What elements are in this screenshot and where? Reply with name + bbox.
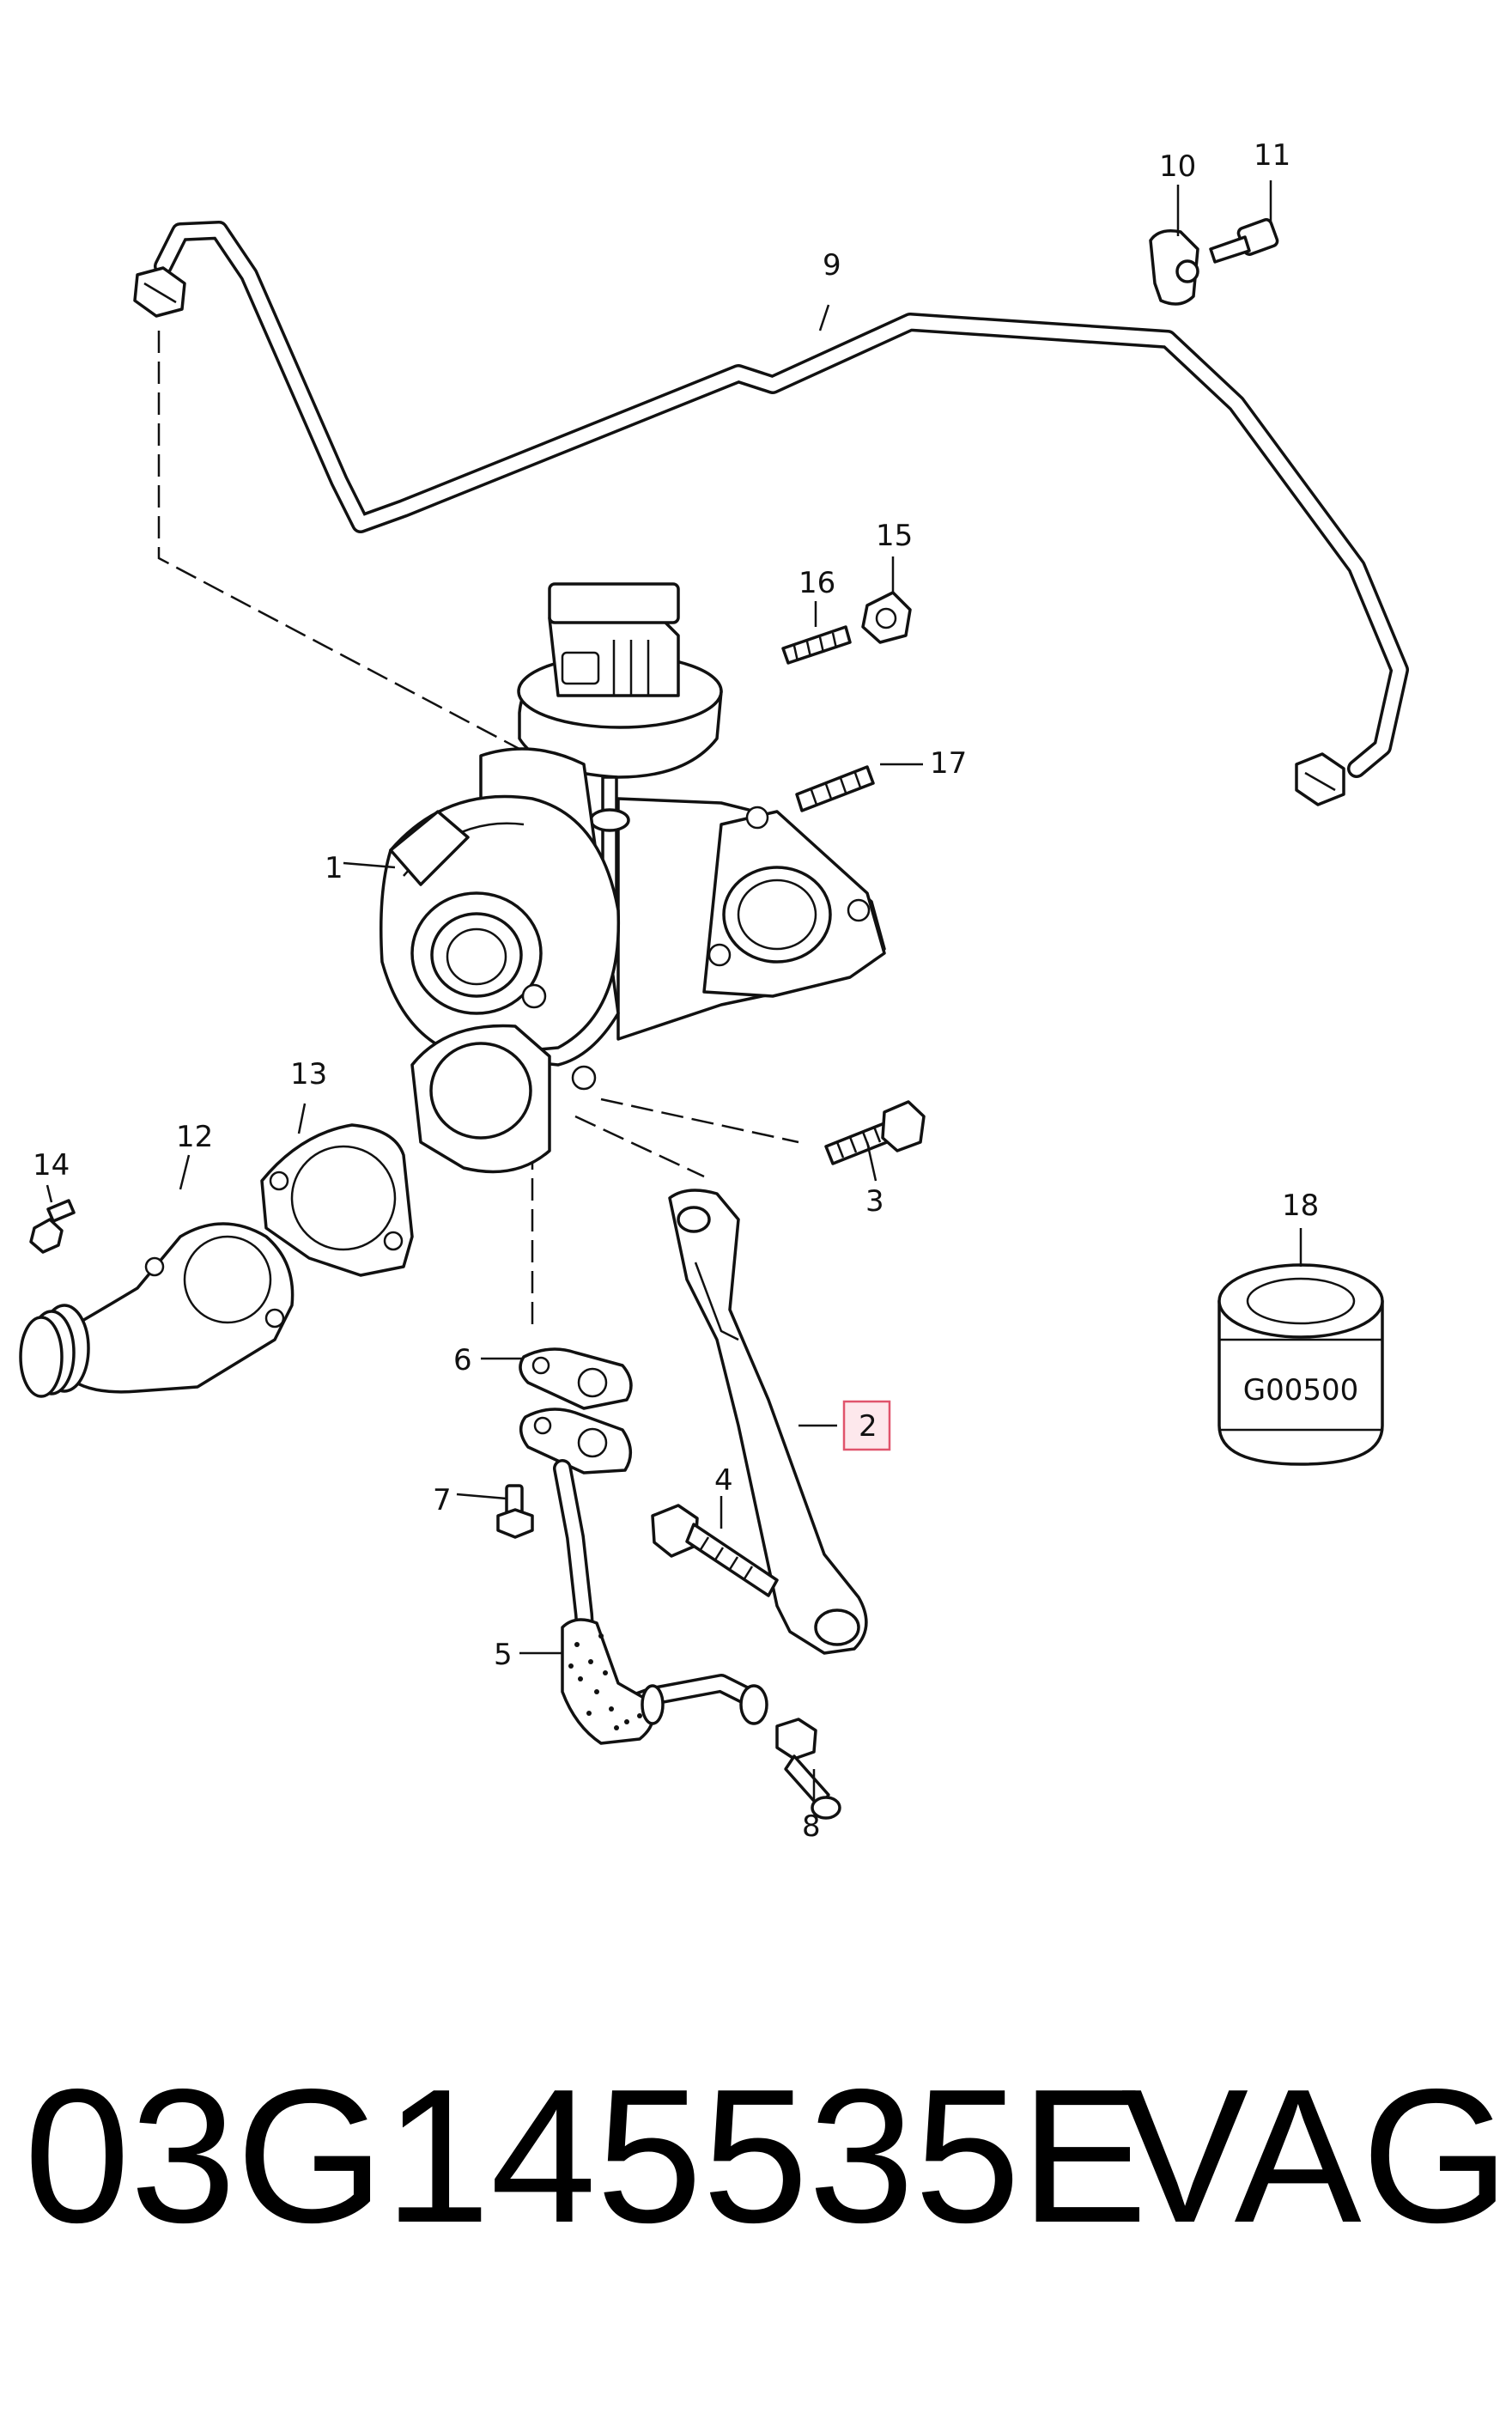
callout-14: 14: [33, 1148, 70, 1183]
callout-8: 8: [802, 1809, 821, 1844]
nut-15: [861, 591, 912, 644]
callout-6: 6: [453, 1343, 472, 1377]
union-nut-right: [1295, 752, 1345, 806]
callout-5: 5: [494, 1638, 513, 1672]
callout-11: 11: [1254, 138, 1290, 173]
callout-9: 9: [823, 248, 841, 283]
stud-16: [781, 625, 852, 665]
banjo-bolt-7: [496, 1484, 534, 1539]
assembly-line-bolt: [600, 1098, 799, 1144]
callout-4: 4: [714, 1463, 733, 1498]
union-nut-top: [133, 266, 186, 318]
callout-10: 10: [1159, 149, 1196, 184]
brand-name: VAG: [1121, 2050, 1510, 2263]
callout-15: 15: [876, 519, 913, 553]
callout-17: 17: [930, 746, 967, 781]
assembly-line-bracket: [574, 1115, 705, 1178]
gasket-6: [519, 1347, 633, 1410]
hose-texture: [568, 1633, 642, 1730]
oil-filter: G00500: [1217, 1263, 1384, 1466]
pipe-bellows: [19, 1304, 90, 1398]
callout-2: 2: [859, 1409, 877, 1444]
banjo-bolt-8: [775, 1718, 841, 1820]
callout-3: 3: [865, 1184, 884, 1219]
bolt-14: [29, 1199, 76, 1254]
callout-1: 1: [325, 851, 343, 885]
callout-16: 16: [799, 566, 835, 600]
callout-2-highlight: [842, 1400, 891, 1451]
pipe-12: [19, 1222, 295, 1398]
bolt-4: [651, 1504, 779, 1597]
part-number: 03G145535E: [24, 2050, 1148, 2263]
filter-marking: G00500: [1243, 1373, 1359, 1408]
turbocharger: [380, 582, 886, 1174]
clip-screw: [1209, 218, 1279, 264]
clip: [1149, 229, 1199, 306]
callout-18: 18: [1282, 1189, 1319, 1223]
callout-12: 12: [176, 1120, 213, 1154]
leader-lines: [46, 180, 1303, 1803]
bolt-3: [824, 1100, 926, 1165]
support-bracket: [668, 1189, 868, 1655]
pressure-line: [133, 221, 1409, 806]
callout-13: 13: [290, 1057, 327, 1091]
gasket-13: [260, 1123, 414, 1277]
callout-labels: 1 2 3 4 5 6 7 8 9 10 11 12 13 14 15 16 1…: [33, 138, 1319, 1844]
assembly-line-pipe: [157, 331, 533, 757]
oil-return-line: [519, 1408, 768, 1745]
stud-17: [795, 765, 875, 812]
callout-7: 7: [433, 1483, 452, 1517]
footer: 03G145535E VAG: [0, 2061, 1512, 2319]
